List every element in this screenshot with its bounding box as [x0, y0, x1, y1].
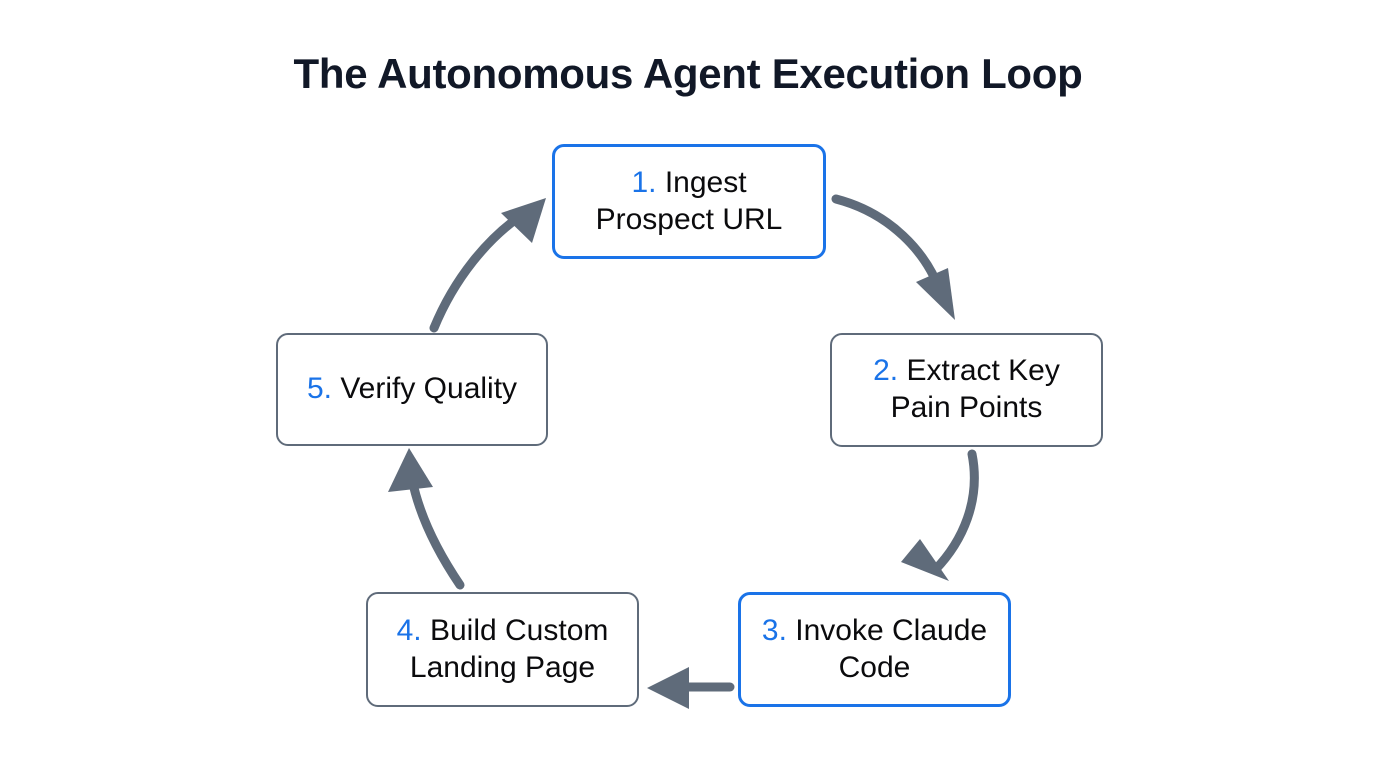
node-label: Verify Quality	[340, 372, 518, 406]
arrow-ingest-to-extract	[831, 194, 955, 320]
node-label-line2: Prospect URL	[595, 202, 783, 236]
node-label: Build Custom	[429, 613, 609, 647]
node-label-line2: Pain Points	[890, 391, 1043, 424]
node-number: 5.	[306, 372, 341, 406]
node-number: 4.	[396, 613, 430, 647]
page-title: The Autonomous Agent Execution Loop	[293, 50, 1083, 97]
node-label: Ingest	[664, 165, 747, 199]
node-label-line2: Landing Page	[409, 650, 596, 684]
node-label: Invoke Claude	[795, 613, 988, 647]
node-build-custom-landing-page[interactable]: 4. Build Custom Landing Page	[366, 592, 639, 707]
node-invoke-claude-code[interactable]: 3. Invoke Claude Code	[738, 592, 1011, 707]
node-number: 1.	[631, 165, 665, 199]
arrow-invoke-to-build	[647, 667, 735, 709]
node-extract-key-pain-points[interactable]: 2. Extract Key Pain Points	[830, 333, 1103, 447]
node-ingest-prospect-url[interactable]: 1. Ingest Prospect URL	[552, 144, 826, 259]
node-verify-quality[interactable]: 5. Verify Quality	[276, 333, 548, 446]
node-label: Extract Key	[906, 354, 1060, 388]
node-number: 2.	[873, 354, 907, 388]
node-label-line2: Code	[838, 650, 911, 684]
node-number: 3.	[761, 613, 796, 647]
arrow-build-to-verify	[388, 448, 465, 590]
arrow-verify-to-ingest	[429, 198, 546, 333]
arrow-extract-to-invoke	[901, 449, 979, 581]
